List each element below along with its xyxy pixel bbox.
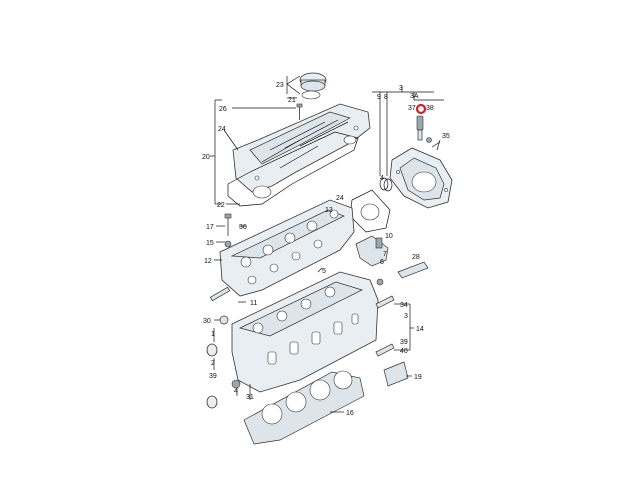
callout-4-lower: 4: [234, 388, 238, 395]
callout-6: 6: [380, 259, 384, 266]
callout-26: 26: [219, 106, 227, 113]
callout-11: 11: [250, 300, 257, 307]
flat-gasket: [349, 189, 391, 233]
leader-lines: [210, 75, 444, 413]
cam-bridge: [355, 235, 389, 267]
callout-35: 35: [442, 133, 450, 140]
callout-5: 5: [322, 268, 326, 275]
callout-39-right: 39: [400, 339, 408, 346]
callout-16: 16: [346, 410, 354, 417]
callout-19: 19: [414, 374, 422, 381]
callout-13: 13: [325, 207, 333, 214]
cylinder-head: [231, 271, 379, 393]
callout-8: 8: [384, 94, 388, 101]
callout-36: 36: [239, 224, 247, 231]
callout-15: 15: [206, 240, 214, 247]
callout-39-left: 39: [209, 373, 217, 380]
callout-9: 9: [377, 94, 381, 101]
callout-labels: 23 21 26 24 20 22 24 3 9 8 3A 37 38 35 1…: [202, 82, 450, 417]
callout-17: 17: [206, 224, 214, 231]
callout-7: 7: [383, 251, 387, 258]
cam-housing-cover: [389, 147, 453, 209]
sensor-assembly: [415, 103, 441, 151]
callout-1: 1: [211, 331, 215, 338]
callout-31: 31: [246, 394, 254, 401]
callout-28: 28: [412, 254, 420, 261]
callout-10: 10: [385, 233, 393, 240]
callout-20: 20: [202, 154, 210, 161]
callout-24-lower: 24: [336, 195, 344, 202]
callout-3: 3: [399, 85, 403, 92]
valve-cover-gasket: [227, 131, 359, 207]
callout-22: 22: [217, 202, 225, 209]
callout-38: 38: [426, 105, 434, 112]
callout-12: 12: [204, 258, 212, 265]
bolt-26: [296, 103, 303, 120]
callout-37: 37: [408, 105, 416, 112]
left-small-parts: [206, 213, 251, 409]
callout-21: 21: [288, 97, 296, 104]
camshaft-carrier: [219, 199, 355, 297]
head-gasket: [243, 370, 365, 445]
callout-30: 30: [203, 318, 211, 325]
callout-23: 23: [276, 82, 284, 89]
right-small-parts: [375, 278, 409, 387]
cover-strip-28: [397, 261, 429, 279]
highlight-ring: [415, 103, 427, 115]
seal-rings: [379, 177, 393, 192]
oil-filler-cap: [299, 72, 327, 100]
callout-24-upper: 24: [218, 126, 226, 133]
callout-3a: 3A: [410, 93, 419, 100]
callout-40: 40: [400, 348, 408, 355]
callout-14: 14: [416, 326, 424, 333]
callout-2: 2: [211, 360, 215, 367]
callout-34: 34: [400, 302, 408, 309]
callout-4-upper: 4: [380, 175, 384, 182]
callout-3b: 3: [404, 313, 408, 320]
